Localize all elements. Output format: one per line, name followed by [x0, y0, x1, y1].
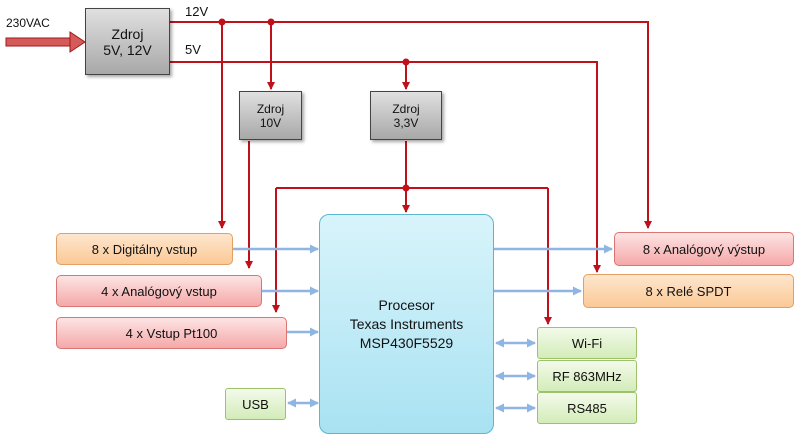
usb-port: USB — [225, 388, 286, 420]
digital-input-block: 8 x Digitálny vstup — [56, 233, 233, 265]
relay-output-block: 8 x Relé SPDT — [583, 274, 794, 308]
supply-3v3-title: Zdroj — [392, 101, 420, 116]
rf-module: RF 863MHz — [537, 360, 637, 392]
power-junctions — [218, 18, 410, 192]
processor-model: MSP430F5529 — [359, 334, 454, 351]
supply-10v: Zdroj 10V — [239, 91, 302, 140]
wifi-label: Wi-Fi — [571, 335, 603, 351]
pt100-input-label: 4 x Vstup Pt100 — [125, 325, 218, 341]
analog-output-block: 8 x Analógový výstup — [614, 232, 794, 266]
rail-12v-label: 12V — [185, 4, 209, 19]
supply-3v3: Zdroj 3,3V — [370, 91, 442, 140]
processor-vendor: Texas Instruments — [349, 315, 464, 332]
analog-input-block: 4 x Analógový vstup — [56, 275, 262, 307]
rs485-label: RS485 — [567, 400, 607, 416]
mains-input-arrow — [5, 31, 86, 53]
processor-block: Procesor Texas Instruments MSP430F5529 — [319, 214, 494, 434]
wifi-module: Wi-Fi — [537, 327, 637, 359]
supply-3v3-voltage: 3,3V — [393, 115, 419, 130]
analog-input-label: 4 x Analógový vstup — [101, 283, 217, 299]
rail-5v-label: 5V — [185, 42, 201, 57]
main-supply-voltages: 5V, 12V — [103, 41, 152, 58]
main-power-supply: Zdroj 5V, 12V — [85, 8, 170, 75]
processor-title: Procesor — [378, 296, 435, 313]
analog-output-label: 8 x Analógový výstup — [642, 241, 766, 257]
mains-voltage-label: 230VAC — [6, 16, 50, 30]
pt100-input-block: 4 x Vstup Pt100 — [56, 317, 287, 349]
relay-output-label: 8 x Relé SPDT — [645, 283, 732, 299]
supply-10v-voltage: 10V — [259, 115, 282, 130]
rf-label: RF 863MHz — [552, 368, 622, 384]
main-supply-title: Zdroj — [111, 25, 144, 42]
digital-input-label: 8 x Digitálny vstup — [91, 241, 198, 257]
usb-label: USB — [242, 396, 269, 412]
signal-lines — [233, 244, 613, 413]
supply-10v-title: Zdroj — [256, 101, 285, 116]
rs485-module: RS485 — [537, 392, 637, 424]
